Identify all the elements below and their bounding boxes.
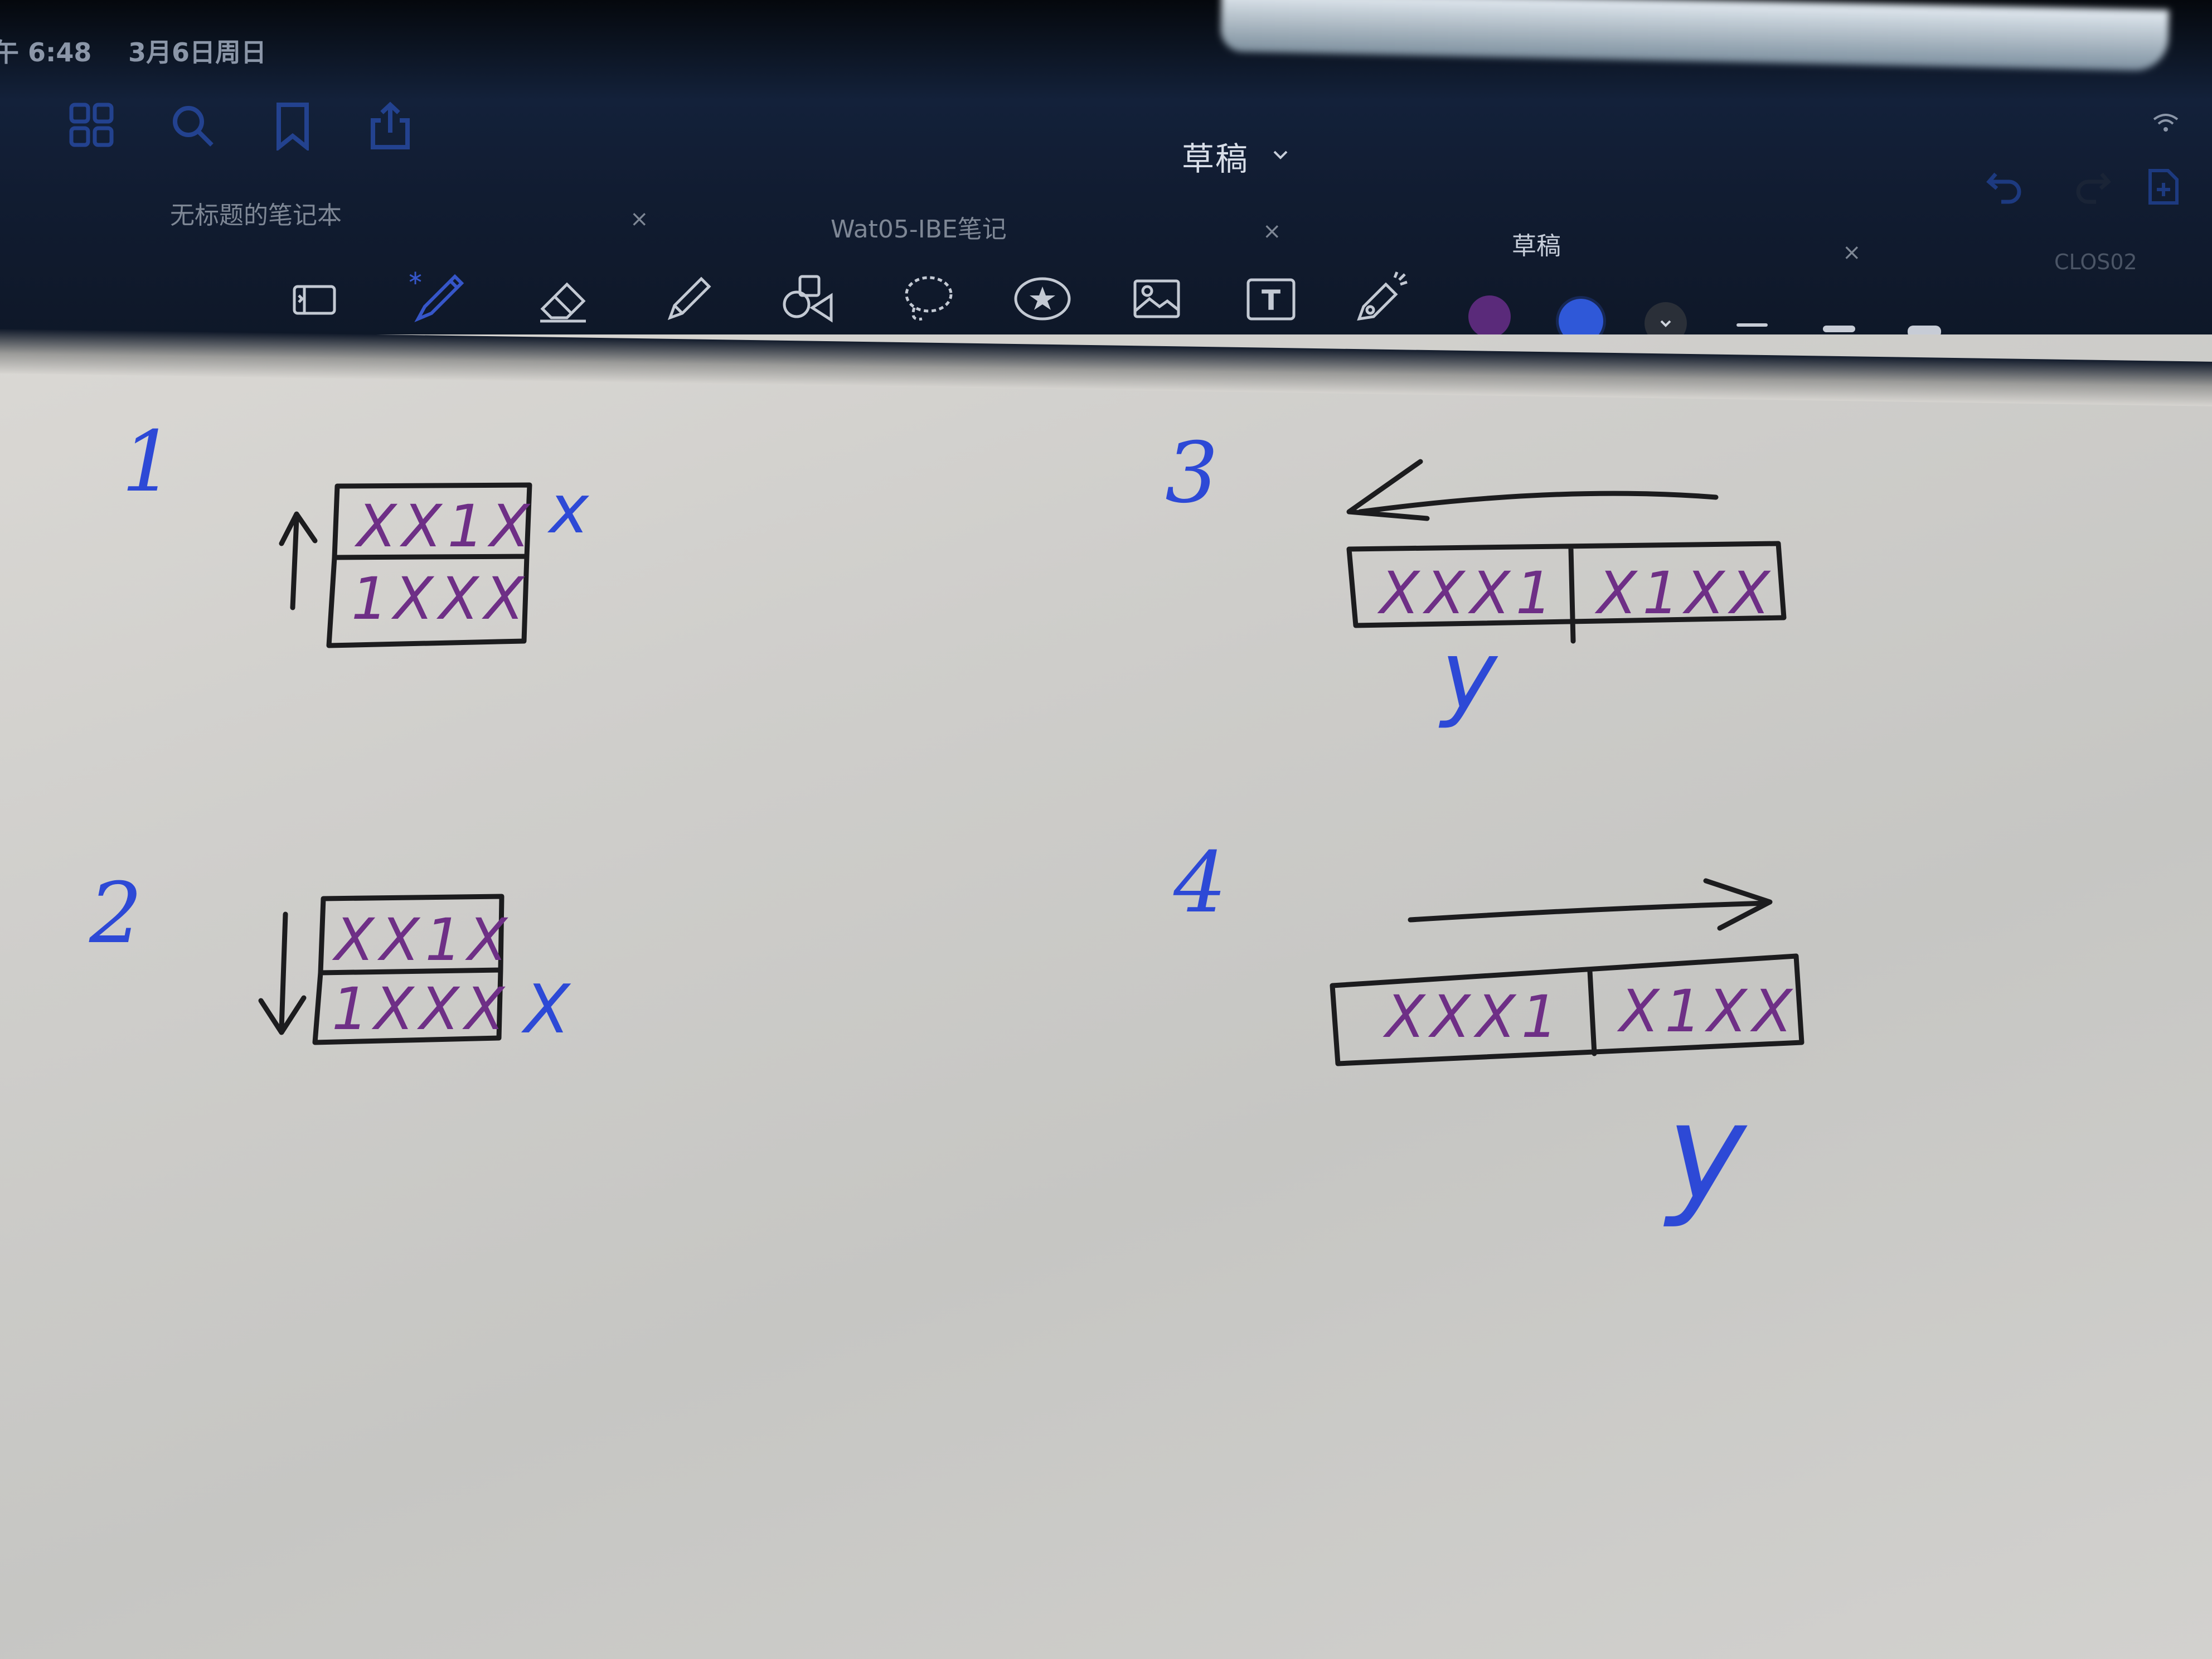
- tab-wat05-notes[interactable]: Wat05-IBE笔记: [831, 215, 1007, 244]
- chevron-down-icon: [1660, 320, 1671, 327]
- app-chrome: 午 6:48 3月6日周日 草稿 无标题的笔记本 × Wat05-IBE笔记 ×…: [0, 0, 2212, 357]
- variable-label: x: [547, 471, 590, 549]
- arrow-left-icon: [1346, 459, 1719, 521]
- add-page-icon[interactable]: [2143, 167, 2182, 206]
- arrow-right-icon: [1408, 878, 1773, 931]
- register-box: [312, 894, 505, 1045]
- variable-label: y: [1663, 1074, 1748, 1230]
- arrow-down-icon: [258, 911, 307, 1035]
- diagram-number: 1: [122, 414, 174, 511]
- register-box: [1346, 541, 1787, 644]
- eraser-icon[interactable]: [532, 268, 594, 329]
- register-cell: XXX1: [1382, 983, 1564, 1051]
- undo-icon[interactable]: [1985, 167, 2024, 206]
- bookmark-icon[interactable]: [268, 100, 318, 152]
- stroke-size-medium[interactable]: [1823, 326, 1855, 332]
- register-cell: XX1X: [332, 906, 513, 974]
- diagram-number: 3: [1165, 425, 1218, 522]
- shapes-icon[interactable]: [778, 268, 839, 329]
- diagram-number: 2: [89, 865, 142, 962]
- register-cell: 1XXX: [351, 565, 530, 633]
- stroke-size-thin[interactable]: [1736, 323, 1768, 327]
- tab-draft[interactable]: 草稿: [1512, 232, 1561, 260]
- text-icon[interactable]: T: [1240, 268, 1302, 329]
- lasso-icon[interactable]: [898, 268, 959, 329]
- document-title[interactable]: 草稿: [1182, 140, 1249, 178]
- register-cell: X1XX: [1594, 559, 1776, 627]
- arrow-up-icon: [279, 511, 318, 610]
- svg-text:T: T: [1262, 284, 1280, 317]
- wifi-icon: [2153, 114, 2179, 132]
- color-swatch-purple[interactable]: [1468, 295, 1511, 338]
- register-box: [326, 482, 532, 648]
- highlighter-icon[interactable]: [658, 268, 719, 329]
- tab-close-button[interactable]: ×: [1842, 240, 1861, 265]
- search-icon[interactable]: [167, 100, 217, 151]
- chevron-down-icon[interactable]: [1271, 145, 1290, 164]
- grid-icon[interactable]: [67, 100, 117, 151]
- laser-pointer-icon[interactable]: [1349, 268, 1410, 329]
- register-cell: XX1X: [354, 492, 535, 560]
- tab-clos02[interactable]: CLOS02: [2054, 250, 2137, 274]
- page-layout-icon[interactable]: [284, 268, 346, 329]
- diagram-number: 4: [1173, 835, 1226, 932]
- sticker-icon[interactable]: [1012, 268, 1073, 329]
- share-icon[interactable]: [365, 100, 415, 151]
- pen-icon[interactable]: ∗: [407, 266, 468, 329]
- status-date: 3月6日周日: [128, 37, 267, 67]
- variable-label: y: [1438, 620, 1498, 731]
- register-cell: X1XX: [1617, 977, 1798, 1045]
- tab-close-button[interactable]: ×: [630, 206, 649, 232]
- status-time: 午 6:48: [0, 37, 92, 67]
- register-cell: 1XXX: [332, 975, 510, 1043]
- redo-icon[interactable]: [2074, 167, 2113, 206]
- image-icon[interactable]: [1126, 268, 1187, 329]
- variable-label: X: [521, 971, 571, 1049]
- register-box: [1330, 953, 1804, 1066]
- svg-text:∗: ∗: [407, 268, 424, 289]
- tab-untitled-notebook[interactable]: 无标题的笔记本: [170, 201, 342, 230]
- tab-close-button[interactable]: ×: [1263, 219, 1282, 244]
- register-cell: XXX1: [1377, 559, 1558, 627]
